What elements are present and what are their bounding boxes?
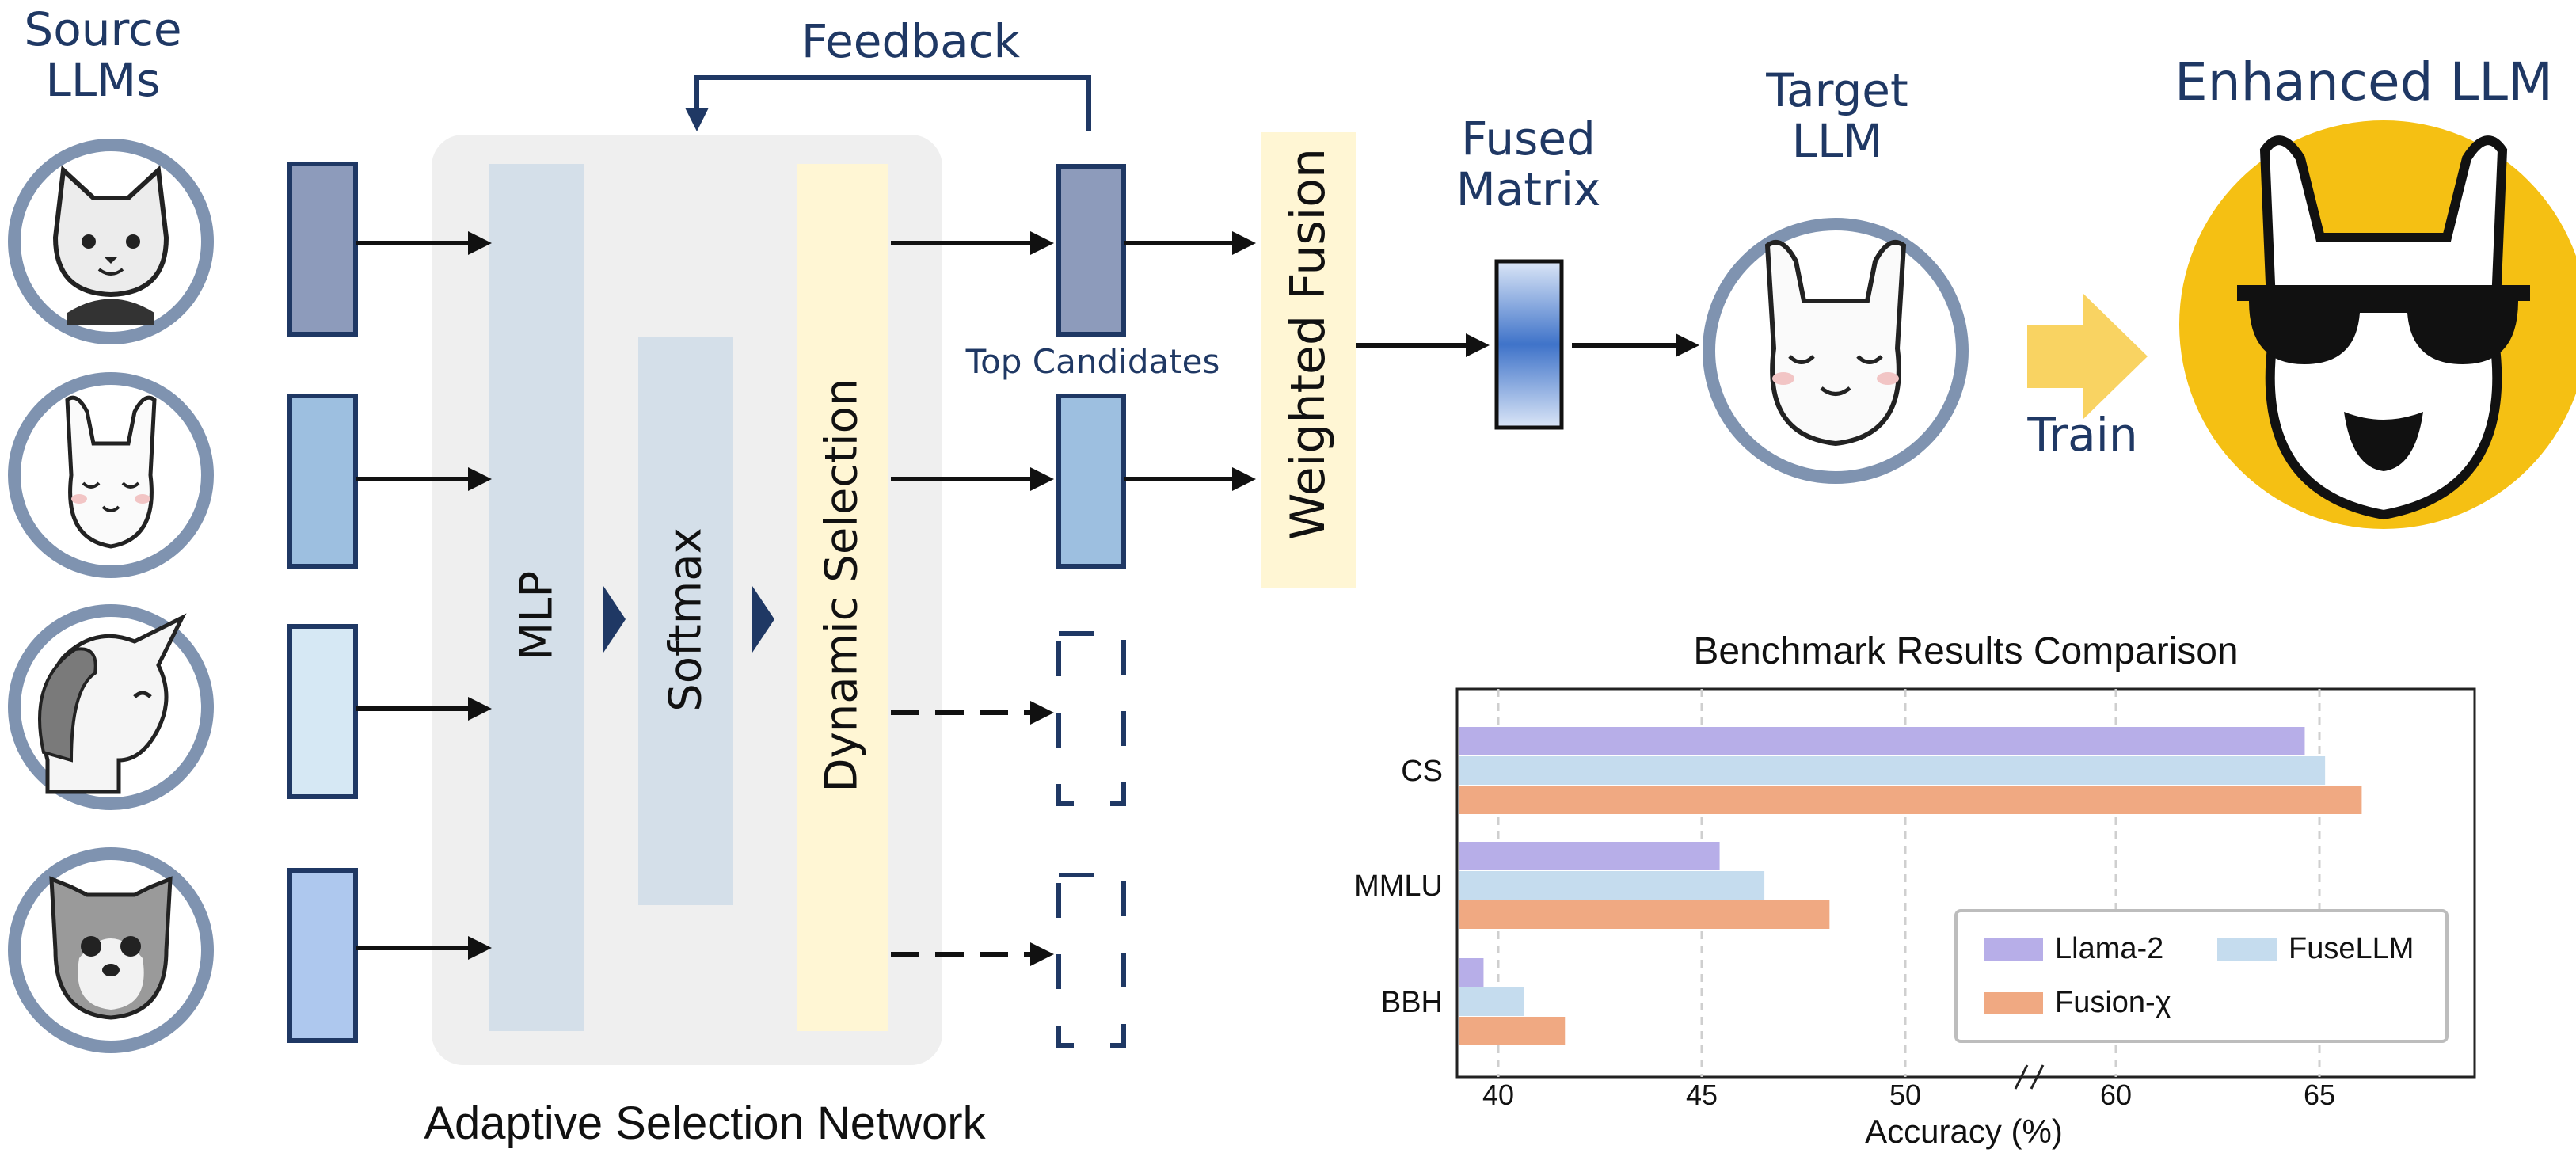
- fused-matrix-line-1: Fused: [1461, 112, 1596, 166]
- candidate-token-4-empty: [1056, 873, 1126, 1048]
- x-tick-label: 60: [2100, 1079, 2132, 1111]
- bar-bbh-0: [1459, 958, 1484, 987]
- source-token-2: [287, 394, 358, 569]
- adaptive-selection-network-label: Adaptive Selection Network: [424, 1098, 986, 1149]
- mlp-block: [489, 164, 584, 1031]
- legend-label-fusellm: FuseLLM: [2289, 932, 2414, 965]
- fused-matrix-line-2: Matrix: [1455, 162, 1601, 216]
- llama-avatar-icon: [8, 372, 214, 578]
- mlp-label: MLP: [511, 570, 563, 661]
- bar-mmlu-1: [1459, 871, 1765, 900]
- chart-bars: [1459, 727, 2362, 1045]
- target-llm-line-2: LLM: [1791, 114, 1883, 168]
- chevron-right-icon: [752, 586, 774, 653]
- source-llms-line-1: Source: [24, 2, 182, 56]
- x-tick-label: 65: [2304, 1079, 2335, 1111]
- feedback-arrow: [685, 75, 1091, 131]
- source-llms-line-2: LLMs: [45, 53, 161, 107]
- candidate-token-3-empty: [1056, 631, 1126, 806]
- target-llm-label: Target LLM: [1718, 65, 1956, 166]
- enhanced-llm-label: Enhanced LLM: [2175, 51, 2553, 112]
- candidate-token-1: [1056, 164, 1126, 337]
- axis-break-icon: [2014, 1064, 2045, 1090]
- chevron-right-icon: [603, 586, 626, 653]
- bar-cs-1: [1459, 756, 2326, 785]
- target-llama-icon: [1703, 218, 1969, 484]
- legend-label-llama2: Llama-2: [2055, 932, 2163, 965]
- x-tick-label: 50: [1889, 1079, 1921, 1111]
- fused-matrix-label: Fused Matrix: [1410, 113, 1647, 215]
- enhanced-llama-sunglasses-icon: [2179, 120, 2576, 529]
- feedback-label: Feedback: [801, 14, 1021, 68]
- legend-swatch-fusionx: [1984, 992, 2043, 1014]
- legend-label-fusionx: Fusion-χ: [2055, 986, 2171, 1019]
- fused-matrix-block: [1494, 259, 1564, 430]
- target-llm-line-1: Target: [1766, 63, 1908, 117]
- x-tick-label: 40: [1482, 1079, 1514, 1111]
- dynamic-selection-label: Dynamic Selection: [816, 378, 868, 793]
- dynamic-selection-block: [797, 164, 888, 1031]
- bar-bbh-2: [1459, 1017, 1566, 1045]
- bar-cs-0: [1459, 727, 2305, 755]
- chart-axis-text: 40 45 50 60 65 CS MMLU BBH: [1354, 755, 2335, 1111]
- softmax-label: Softmax: [660, 527, 712, 712]
- legend-swatch-llama2: [1984, 938, 2043, 961]
- source-llms-label: Source LLMs: [0, 4, 206, 105]
- train-arrow-icon: [2027, 293, 2148, 420]
- chart-title: Benchmark Results Comparison: [1693, 630, 2239, 672]
- softmax-block: [638, 337, 733, 905]
- husky-avatar-icon: [8, 847, 214, 1053]
- top-candidates-label: Top Candidates: [965, 342, 1220, 381]
- source-token-4: [287, 868, 358, 1043]
- source-token-1: [287, 162, 358, 337]
- candidate-token-2: [1056, 394, 1126, 569]
- weighted-fusion-block: [1261, 132, 1356, 588]
- x-tick-label: 45: [1686, 1079, 1718, 1111]
- train-label: Train: [2027, 408, 2138, 462]
- bar-mmlu-0: [1459, 842, 1720, 870]
- category-label: CS: [1401, 755, 1443, 788]
- chart-xlabel: Accuracy (%): [1865, 1113, 2063, 1150]
- bar-cs-2: [1459, 786, 2362, 814]
- weighted-fusion-label: Weighted Fusion: [1280, 147, 1336, 540]
- category-label: BBH: [1381, 986, 1443, 1019]
- legend-swatch-fusellm: [2217, 938, 2277, 961]
- cat-avatar-icon: [8, 139, 214, 344]
- category-label: MMLU: [1354, 870, 1443, 903]
- bar-mmlu-2: [1459, 900, 1830, 929]
- chart-legend: Llama-2 FuseLLM Fusion-χ: [1954, 909, 2449, 1043]
- unicorn-avatar-icon: [8, 604, 214, 810]
- bar-bbh-1: [1459, 987, 1524, 1016]
- source-token-3: [287, 624, 358, 799]
